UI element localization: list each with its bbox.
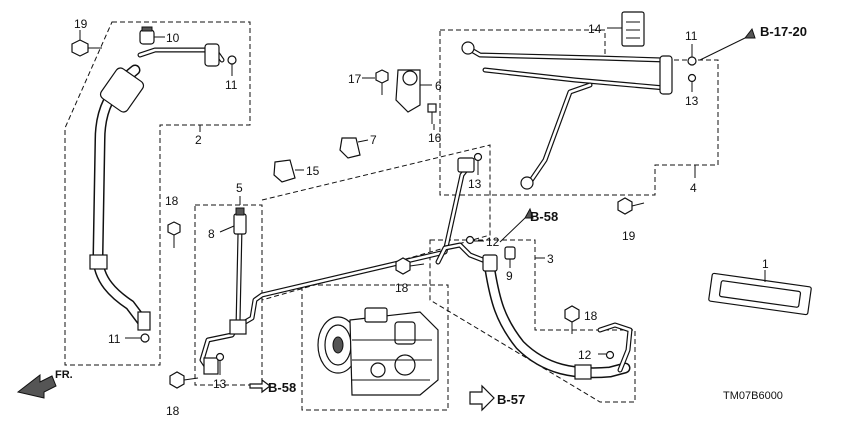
- part-6-bracket: [395, 69, 421, 113]
- callout-18-center: 18: [395, 281, 409, 295]
- callout-10: 10: [166, 31, 180, 45]
- part-9-valve-cap: [504, 246, 516, 260]
- pipe-5-bracket: [229, 319, 247, 335]
- pipe-4-branch-inner: [528, 83, 592, 184]
- hose-3-outline: [484, 264, 631, 379]
- part-11-oring-c: [140, 333, 150, 343]
- part-8-pressure-switch: [233, 207, 247, 235]
- ref-b-58-center: B-58: [530, 209, 558, 224]
- callout-18-bottom: 18: [166, 404, 180, 418]
- callout-13-center: 13: [468, 177, 482, 191]
- leader-b58a: [499, 217, 526, 243]
- part-11-oring-b: [687, 56, 697, 66]
- callout-18-left: 18: [165, 194, 179, 208]
- pipe-4-right-block: [659, 55, 673, 95]
- front-marker-label: FR.: [55, 369, 73, 381]
- part-18-bolt-c: [564, 305, 580, 334]
- compressor: [317, 307, 439, 396]
- frame-pipe-5b: [261, 144, 491, 301]
- arrow-b58b: [249, 378, 271, 394]
- part-13-oring-c: [215, 352, 225, 362]
- callout-16: 16: [428, 131, 442, 145]
- callout-18-right: 18: [584, 309, 598, 323]
- part-12-oring-b: [605, 350, 615, 360]
- frame-hose-2: [64, 21, 251, 366]
- callout-2: 2: [195, 133, 202, 147]
- hose-3-fitting-top: [482, 254, 498, 272]
- pipe-5-main: [237, 162, 473, 328]
- callout-12-right: 12: [578, 348, 592, 362]
- part-18-bolt-d: [169, 371, 199, 389]
- part-13-oring-b: [473, 152, 483, 162]
- callout-15: 15: [306, 164, 320, 178]
- callout-1: 1: [762, 257, 769, 271]
- part-19-bolt-right: [617, 197, 645, 215]
- part-16-bolt: [427, 103, 437, 124]
- hose-3-pipe-left-inner: [436, 243, 490, 264]
- callout-13-left: 13: [213, 377, 227, 391]
- part-10-cap: [139, 26, 155, 45]
- part-7-clip: [339, 137, 361, 159]
- leader-b1720: [699, 37, 746, 61]
- hose-3-clamp: [574, 364, 592, 380]
- part-18-bolt-b: [395, 257, 425, 275]
- part-11-oring-a: [227, 55, 237, 65]
- pipe-5-main-inner: [238, 163, 472, 327]
- callout-13-right: 13: [685, 94, 699, 108]
- hose-2-sleeve: [99, 67, 145, 113]
- part-17-bolt: [375, 69, 389, 95]
- hose-2-clamp: [89, 254, 108, 270]
- arrow-b57: [469, 384, 495, 412]
- ref-b-57: B-57: [497, 392, 525, 407]
- callout-7: 7: [370, 133, 377, 147]
- callout-12-center: 12: [486, 235, 500, 249]
- pipe-4-left-fitting: [461, 41, 475, 55]
- ref-b-58-bottom: B-58: [268, 380, 296, 395]
- frame-pipe-4: [439, 29, 719, 196]
- pipe-5-down: [199, 227, 243, 375]
- frame-hose-3: [429, 239, 636, 403]
- callout-8: 8: [208, 227, 215, 241]
- callout-3: 3: [547, 252, 554, 266]
- leader-8: [219, 225, 235, 233]
- front-arrow-icon: [16, 373, 57, 399]
- callout-19: 19: [74, 17, 88, 31]
- pipe-4-upper-inner: [466, 46, 667, 62]
- pipe-5-top-fitting: [457, 157, 475, 173]
- pipe-5-end-fitting: [203, 357, 219, 375]
- pipe-5-down-inner: [200, 228, 242, 374]
- callout-11: 11: [225, 78, 238, 92]
- ref-b-17-20: B-17-20: [760, 24, 807, 39]
- arrow-b1720: [743, 27, 756, 39]
- pipe-4-bottom-fitting: [520, 176, 534, 190]
- callout-19-right: 19: [622, 229, 636, 243]
- callout-9: 9: [506, 269, 513, 283]
- diagram-code: TM07B6000: [723, 390, 783, 402]
- part-15-clip: [273, 159, 296, 183]
- callout-11-left: 11: [108, 332, 121, 346]
- frame-compressor: [301, 284, 449, 411]
- callout-5: 5: [236, 181, 243, 195]
- part-18-bolt-a: [167, 221, 181, 248]
- part-14-cushion: [621, 11, 645, 47]
- hose-2-top-fitting: [204, 43, 220, 67]
- hose-3-pipe-right-inner: [598, 323, 632, 372]
- callout-17: 17: [348, 72, 362, 86]
- callout-6: 6: [435, 79, 442, 93]
- arrow-b58a: [524, 207, 534, 219]
- hose-2-end-fitting: [137, 311, 151, 331]
- leader-7: [357, 139, 369, 143]
- callout-11-right: 11: [685, 29, 698, 43]
- pipe-4-lower-inner: [483, 68, 667, 90]
- part-13-oring-a: [687, 73, 697, 83]
- callout-14: 14: [588, 22, 602, 36]
- part-1-hose-cover: [708, 272, 812, 316]
- part-12-oring-a: [465, 235, 475, 245]
- callout-4: 4: [690, 181, 697, 195]
